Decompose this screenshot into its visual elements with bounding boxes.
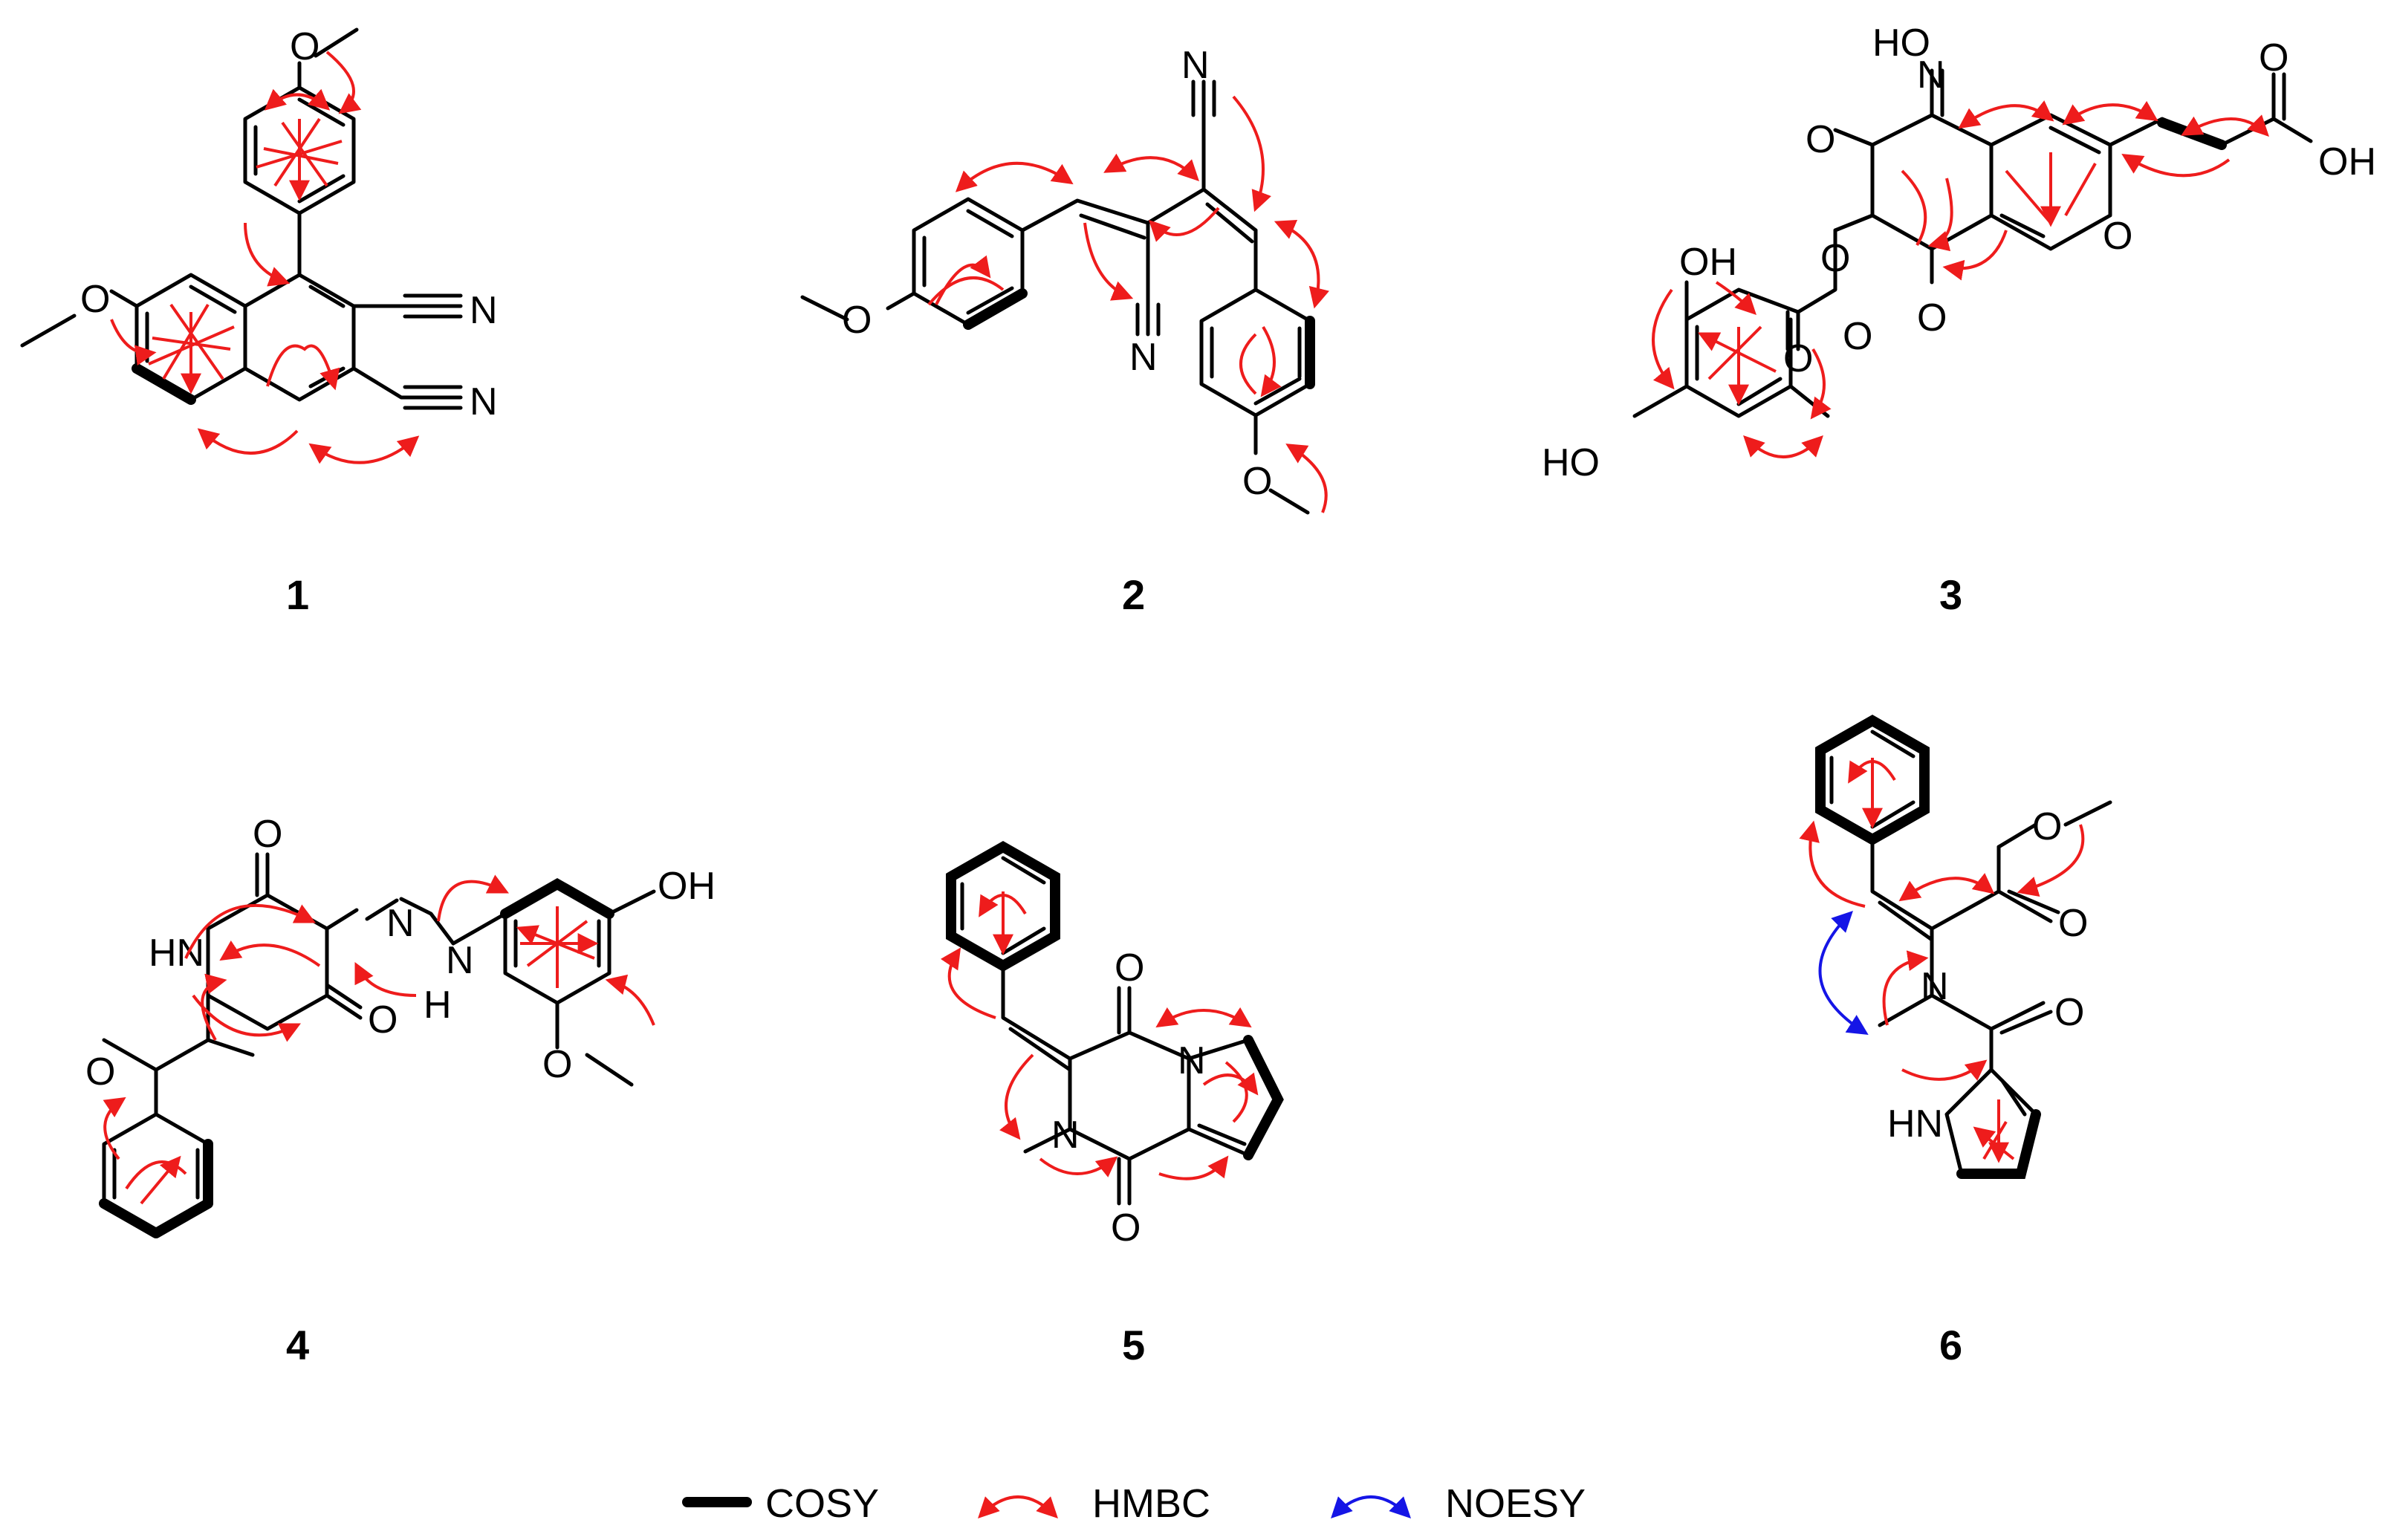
legend-hmbc: HMBC	[978, 1481, 1210, 1526]
atom-label: HO	[1542, 441, 1600, 484]
legend-hmbc-label: HMBC	[1092, 1481, 1210, 1526]
compound-1-atom-labels: O O N N	[80, 25, 498, 423]
atom-label: O	[2259, 36, 2288, 79]
compound-5-atom-labels: O N N O	[1051, 946, 1206, 1250]
atom-label: O	[542, 1043, 572, 1086]
atom-label: O	[1242, 460, 1272, 503]
compound-3-atom-labels: HO N O O O O OH O OH O HO O	[1542, 22, 2376, 484]
atom-label: O	[1806, 118, 1835, 161]
legend-cosy: COSY	[682, 1481, 879, 1526]
atom-label: O	[2058, 902, 2088, 945]
legend-noesy-label: NOESY	[1445, 1481, 1586, 1526]
noesy-swatch	[1331, 1495, 1411, 1518]
compound-number: 2	[1122, 571, 1145, 618]
atom-label: O	[2103, 215, 2132, 258]
compound-6-bonds	[1815, 714, 2112, 1179]
compound-6-hmbc-arrows	[1799, 758, 2085, 1159]
atom-label: O	[1111, 1206, 1141, 1250]
atom-label: N	[1181, 44, 1210, 87]
atom-label: O	[1115, 946, 1144, 990]
atom-label: N	[1917, 53, 1945, 97]
atom-label: OH	[1679, 241, 1737, 284]
atom-label: O	[842, 299, 872, 342]
compound-5: O N N O 5	[940, 840, 1284, 1368]
atom-label: HN	[1887, 1102, 1943, 1146]
atom-label: OH	[2318, 140, 2376, 183]
compound-4: O HN N N H O O OH O 4	[85, 813, 716, 1368]
atom-label: O	[85, 1050, 115, 1094]
atom-label: N	[1129, 336, 1158, 379]
atom-label: N	[1178, 1039, 1206, 1082]
compound-number: 4	[286, 1322, 309, 1368]
compound-1: O O N N 1	[20, 25, 498, 618]
atom-label: N	[470, 380, 498, 423]
atom-label: N	[386, 902, 415, 945]
atom-label: O	[2032, 805, 2062, 848]
atom-label: HO	[1872, 22, 1930, 65]
legend-noesy: NOESY	[1331, 1481, 1586, 1526]
atom-label: N	[446, 939, 474, 982]
atom-label: H	[424, 984, 452, 1027]
legend: COSY HMBC NOESY	[682, 1481, 1586, 1526]
compound-5-hmbc-arrows	[940, 891, 1256, 1180]
atom-label: O	[368, 998, 398, 1042]
atom-label: OH	[658, 865, 716, 908]
compound-1-bonds	[20, 27, 463, 410]
compound-2-atom-labels: N N O O	[842, 44, 1272, 503]
atom-label: O	[253, 813, 282, 856]
atom-label: N	[470, 289, 498, 332]
compound-6: O O N O HN 6	[1799, 714, 2112, 1368]
compound-3: HO N O O O O OH O OH O HO O 3	[1542, 22, 2376, 618]
compound-number: 3	[1939, 571, 1962, 618]
compound-number: 5	[1122, 1322, 1145, 1368]
atom-label: O	[1917, 296, 1947, 339]
compound-6-atom-labels: O O N O HN	[1887, 805, 2088, 1146]
atom-label: O	[1843, 315, 1872, 358]
compound-4-hmbc-arrows	[103, 874, 655, 1205]
compound-2-bonds	[800, 79, 1315, 515]
legend-cosy-label: COSY	[765, 1481, 879, 1526]
compound-2-hmbc-arrows	[927, 95, 1330, 513]
compound-4-atom-labels: O HN N N H O O OH O	[85, 813, 716, 1094]
compound-5-bonds	[946, 840, 1284, 1206]
compound-1-hmbc-arrows	[110, 51, 420, 464]
compound-number: 1	[286, 571, 309, 618]
atom-label: N	[1051, 1114, 1080, 1157]
atom-label: N	[1921, 965, 1949, 1008]
compound-3-hmbc-arrows	[1652, 100, 2269, 458]
atom-label: O	[80, 278, 110, 321]
hmbc-swatch	[978, 1495, 1058, 1518]
compound-number: 6	[1939, 1322, 1962, 1368]
atom-label: O	[290, 25, 319, 68]
compound-2: N N O O 2	[800, 44, 1330, 618]
atom-label: O	[2054, 991, 2084, 1034]
atom-label: O	[1820, 237, 1850, 280]
atom-label: O	[1783, 337, 1813, 380]
